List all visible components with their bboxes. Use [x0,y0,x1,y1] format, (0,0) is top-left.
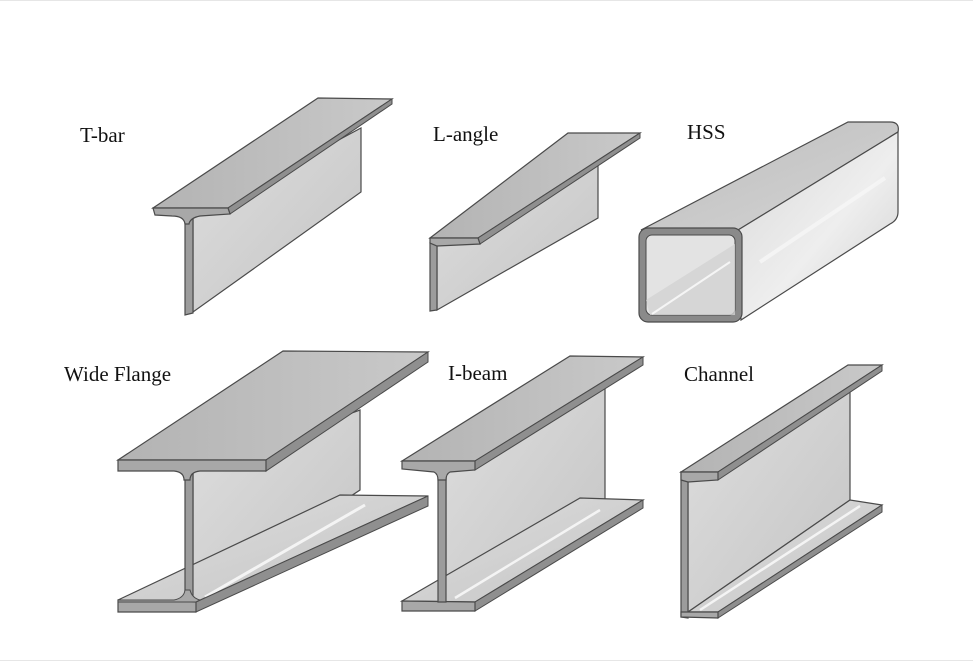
l-angle-label: L-angle [433,122,499,146]
t-bar-label: T-bar [80,123,125,147]
channel-label: Channel [684,362,754,386]
i-beam-label: I-beam [448,361,508,385]
wide-flange-shape [116,350,430,613]
channel-shape [678,364,885,619]
hss-shape [638,121,899,323]
t-bar-shape [151,97,394,316]
wide-flange-label: Wide Flange [64,362,172,386]
l-angle-shape [428,132,643,312]
hss-label: HSS [687,120,726,144]
top-border [0,0,973,1]
i-beam-shape [399,355,646,612]
